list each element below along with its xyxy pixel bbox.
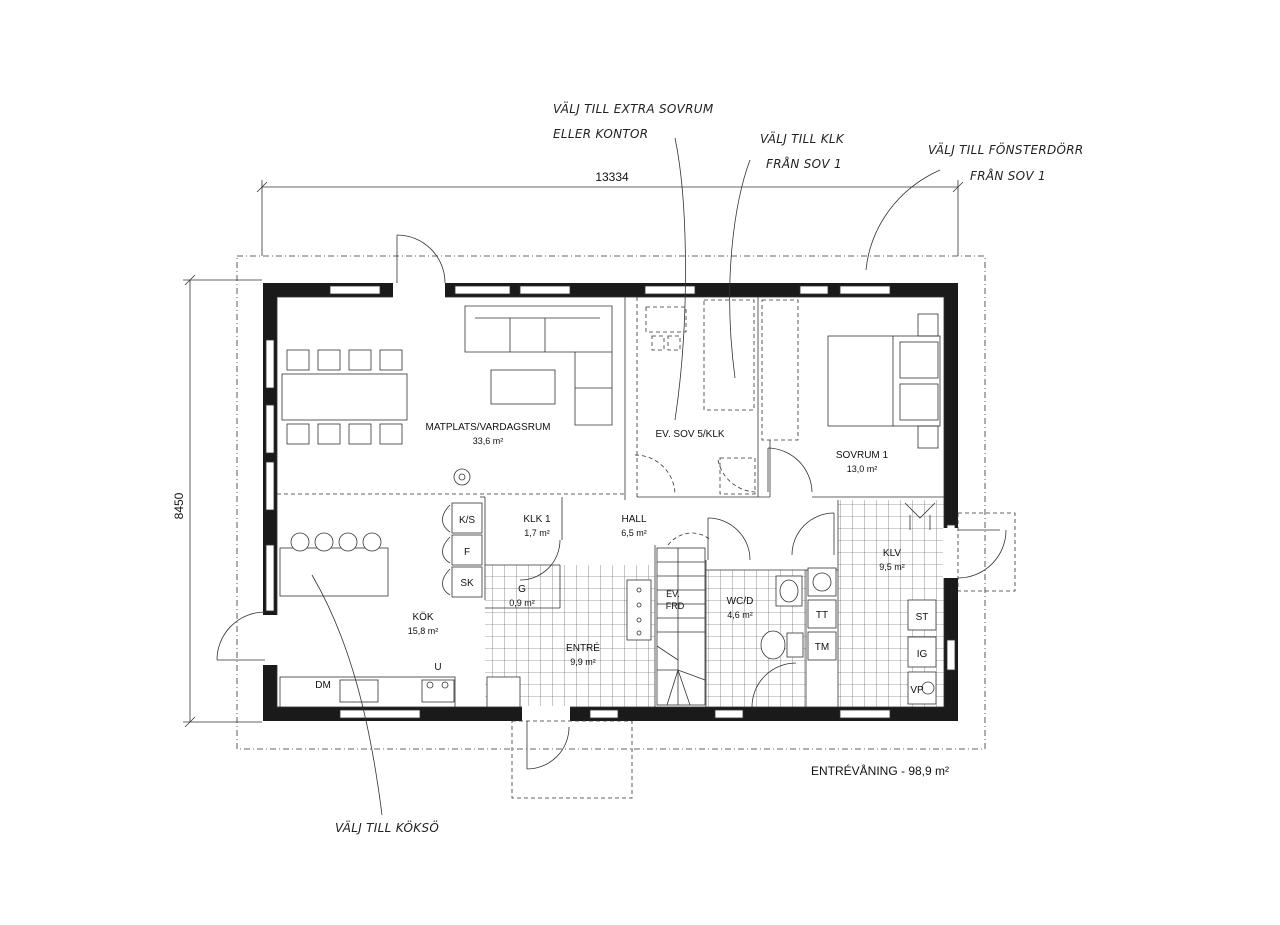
room-labels: MATPLATS/VARDAGSRUM 33,6 m² EV. SOV 5/KL…: [408, 422, 905, 667]
bedroom1-name: SOVRUM 1: [836, 450, 889, 461]
klv-area: 9,5 m²: [879, 562, 905, 572]
g-area: 0,9 m²: [509, 598, 535, 608]
sofa: [464, 305, 613, 426]
fixture-labels: K/S F SK DM U TT TM ST IG VP EV. FRD: [315, 515, 928, 696]
living-room-name: MATPLATS/VARDAGSRUM: [425, 422, 550, 433]
optional-bedroom-name: EV. SOV 5/KLK: [655, 429, 724, 440]
optional-room-furniture: [645, 299, 799, 495]
fixture-ev: EV.: [666, 589, 680, 599]
fixture-sk: SK: [460, 578, 474, 589]
property-boundary: [236, 255, 986, 750]
fixture-tt: TT: [816, 610, 828, 621]
fixture-vp: VP: [910, 685, 924, 696]
fixture-tm: TM: [815, 642, 829, 653]
windows: [262, 282, 959, 722]
g-name: G: [518, 584, 526, 595]
entre-area: 9,9 m²: [570, 657, 596, 667]
stairs: [626, 532, 711, 706]
fixture-frd: FRD: [666, 601, 685, 611]
klk1-name: KLK 1: [523, 514, 551, 525]
note-klk-line1: VÄLJ TILL KLK: [760, 131, 845, 146]
side-landing: [957, 512, 1016, 592]
fixture-ig: IG: [917, 649, 928, 660]
klv-name: KLV: [883, 548, 901, 559]
entry-landing: [511, 720, 633, 799]
interior-walls: [277, 297, 944, 707]
living-room-area: 33,6 m²: [473, 436, 504, 446]
hall-name: HALL: [621, 514, 646, 525]
note-extra-bedroom-line2: ELLER KONTOR: [553, 127, 648, 141]
bed: [827, 313, 941, 449]
fixture-ks: K/S: [459, 515, 475, 526]
fixture-f: F: [464, 547, 470, 558]
note-island: VÄLJ TILL KÖKSÖ: [335, 819, 439, 835]
wc-area: 4,6 m²: [727, 610, 753, 620]
dining-table: [281, 349, 408, 445]
note-window-door-line2: FRÅN SOV 1: [970, 168, 1046, 183]
height-label: 8450: [172, 492, 186, 519]
hall-area: 6,5 m²: [621, 528, 647, 538]
bedroom1-area: 13,0 m²: [847, 464, 878, 474]
kitchen-name: KÖK: [412, 611, 433, 623]
doors: [216, 234, 1007, 770]
annotation-notes: VÄLJ TILL EXTRA SOVRUM ELLER KONTOR VÄLJ…: [311, 101, 1084, 835]
bathroom-fixtures: [760, 502, 937, 705]
wc-name: WC/D: [727, 596, 754, 607]
width-label: 13334: [595, 170, 629, 184]
dimension-width: 13334: [256, 170, 964, 256]
fixture-u: U: [434, 662, 441, 673]
kitchen-area: 15,8 m²: [408, 626, 439, 636]
total-area: ENTRÉVÅNING - 98,9 m²: [811, 763, 949, 778]
note-extra-bedroom-line1: VÄLJ TILL EXTRA SOVRUM: [553, 101, 714, 116]
fixture-dm: DM: [315, 680, 331, 691]
note-klk-line2: FRÅN SOV 1: [766, 156, 842, 171]
fixture-st: ST: [916, 612, 929, 623]
note-window-door-line1: VÄLJ TILL FÖNSTERDÖRR: [928, 141, 1084, 157]
klk1-area: 1,7 m²: [524, 528, 550, 538]
entre-name: ENTRÉ: [566, 641, 600, 654]
kitchen-fixtures: [279, 468, 521, 708]
dimension-height: 8450: [172, 274, 262, 728]
